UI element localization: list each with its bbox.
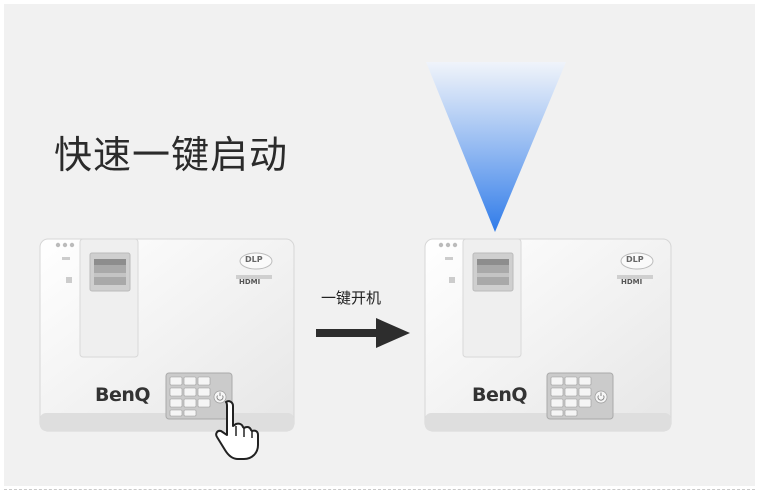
- projector-left-dlp-badge: DLP: [245, 255, 263, 264]
- projector-left-brand-logo: BenQ: [95, 384, 151, 406]
- projector-right-hdmi-badge: HDMI: [621, 278, 643, 286]
- projector-left-hdmi-badge: HDMI: [239, 278, 261, 286]
- pointing-hand-icon: [215, 400, 259, 460]
- projector-right: [424, 238, 672, 432]
- action-label: 一键开机: [321, 289, 382, 307]
- projector-right-brand-logo: BenQ: [472, 384, 528, 406]
- headline: 快速一键启动: [54, 133, 289, 177]
- arrow-right-icon: [316, 318, 410, 348]
- projector-right-dlp-badge: DLP: [626, 255, 644, 264]
- bottom-divider: [4, 489, 755, 490]
- projector-left: [39, 238, 295, 432]
